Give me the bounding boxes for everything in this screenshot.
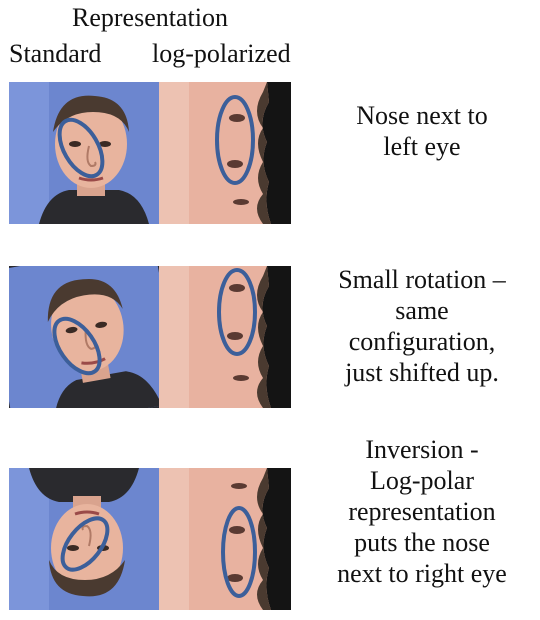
caption-line: just shifted up. <box>312 357 532 388</box>
standard-face-image <box>9 266 159 408</box>
caption-line: Log-polar <box>312 465 532 496</box>
header-standard: Standard <box>9 40 101 68</box>
caption-line: puts the nose <box>312 527 532 558</box>
caption-line: left eye <box>312 131 532 162</box>
caption-line: Small rotation – <box>312 264 532 295</box>
caption-line: Nose next to <box>312 100 532 131</box>
log-polar-image <box>159 468 291 610</box>
row-upright <box>9 82 291 224</box>
log-polar-image <box>159 266 291 408</box>
header-log-polarized: log-polarized <box>152 40 291 68</box>
standard-face-image <box>9 82 159 224</box>
caption-line: representation <box>312 496 532 527</box>
caption-line: same <box>312 295 532 326</box>
standard-face-image <box>9 468 159 610</box>
caption-line: Inversion - <box>312 434 532 465</box>
caption-row-2: Small rotation – same configuration, jus… <box>312 264 532 388</box>
row-inverted <box>9 468 291 610</box>
row-rotated <box>9 266 291 408</box>
caption-line: configuration, <box>312 326 532 357</box>
caption-row-1: Nose next to left eye <box>312 100 532 162</box>
caption-line: next to right eye <box>312 558 532 589</box>
header-representation: Representation <box>72 4 228 32</box>
caption-row-3: Inversion - Log-polar representation put… <box>312 434 532 589</box>
log-polar-image <box>159 82 291 224</box>
